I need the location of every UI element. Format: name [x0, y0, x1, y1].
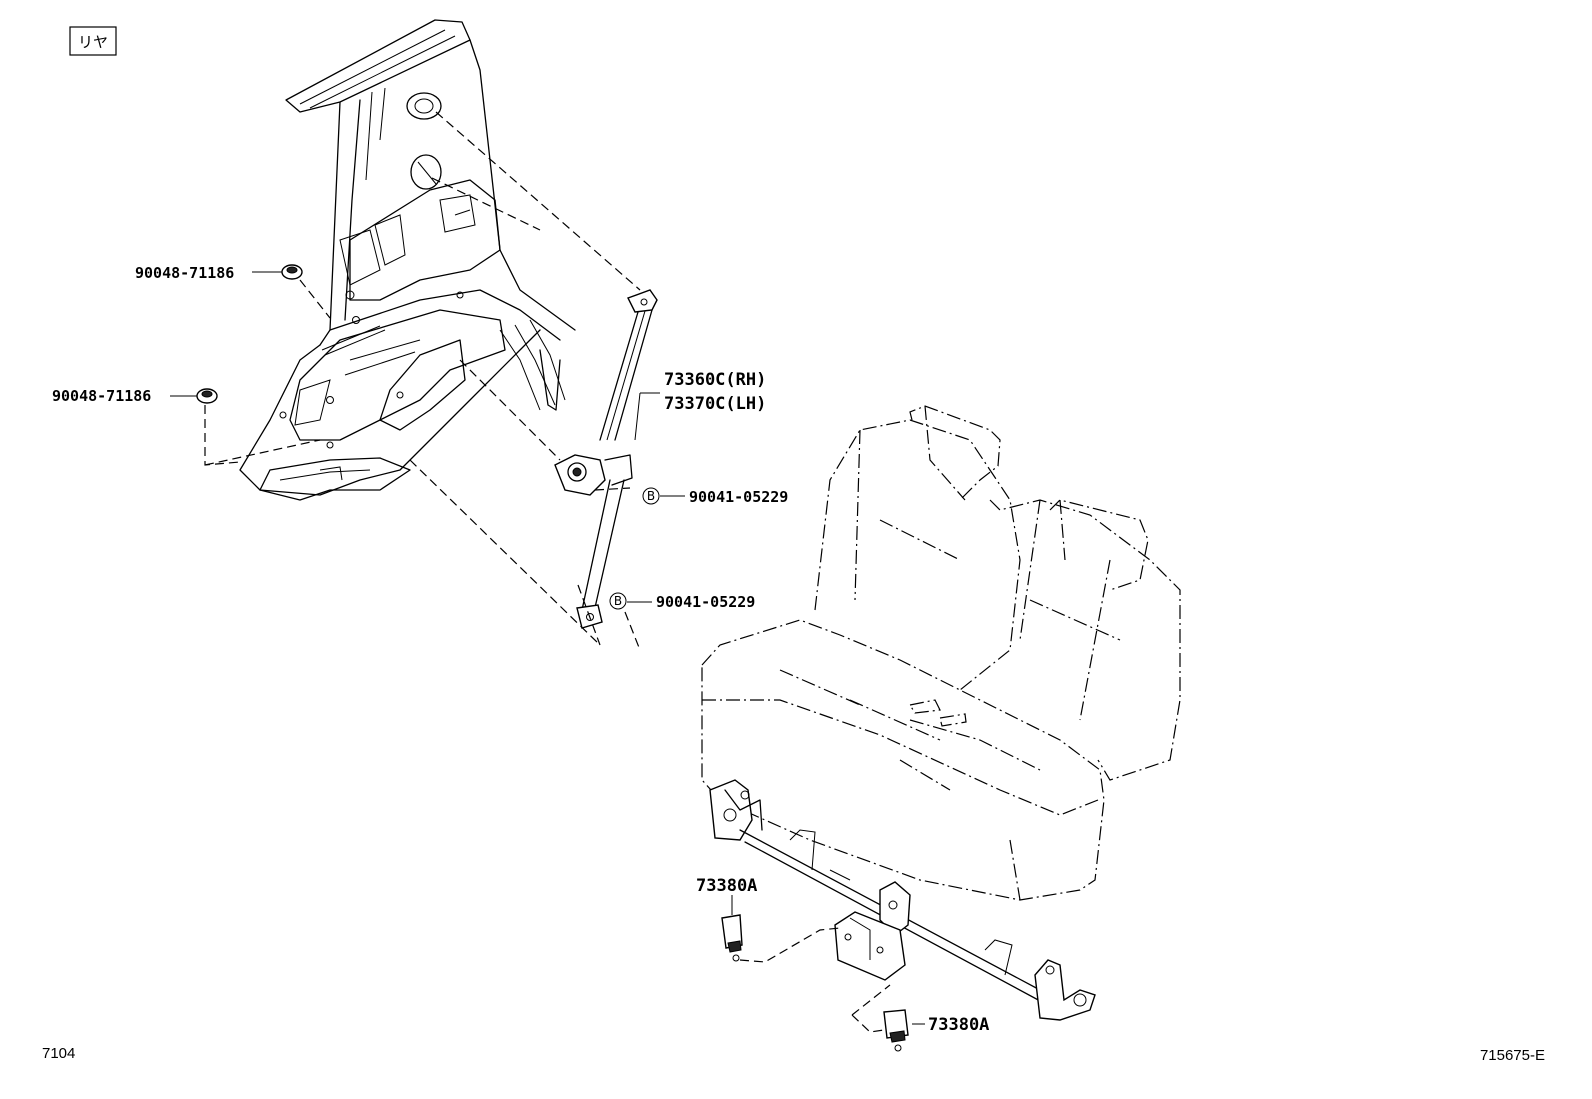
- assembly-lines-left: [204, 111, 641, 651]
- label-bolt-upper: 90041-05229: [689, 488, 788, 506]
- bolt-upper-marker: B: [647, 489, 655, 503]
- footer-right-code: 715675-E: [1480, 1047, 1545, 1064]
- section-tag: リヤ: [69, 26, 117, 56]
- clip-lower: [196, 388, 218, 404]
- footer-left-code: 7104: [42, 1045, 75, 1062]
- bolt-lower-marker: B: [614, 594, 622, 608]
- label-buckle-right: 73380A: [928, 1015, 989, 1035]
- buckle-right: [851, 984, 909, 1052]
- leader-lines: [170, 271, 925, 1025]
- seat-frame: [709, 779, 1096, 1021]
- vehicle-body-panel: [239, 19, 576, 501]
- label-belt-lh: 73370C(LH): [664, 394, 766, 414]
- label-clip-lower: 90048-71186: [52, 387, 151, 405]
- label-belt-rh: 73360C(RH): [664, 370, 766, 390]
- label-buckle-left: 73380A: [696, 876, 757, 896]
- bolt-lower-callout: B 90041-05229: [609, 592, 755, 611]
- rear-seat-outline: [701, 405, 1181, 901]
- buckle-left: [721, 914, 841, 963]
- clip-upper: [281, 264, 303, 280]
- bolt-upper-callout: B 90041-05229: [642, 487, 788, 506]
- label-bolt-lower: 90041-05229: [656, 593, 755, 611]
- rear-seat-belt-assembly: [554, 289, 658, 646]
- section-tag-label: リヤ: [78, 33, 108, 51]
- label-clip-upper: 90048-71186: [135, 264, 234, 282]
